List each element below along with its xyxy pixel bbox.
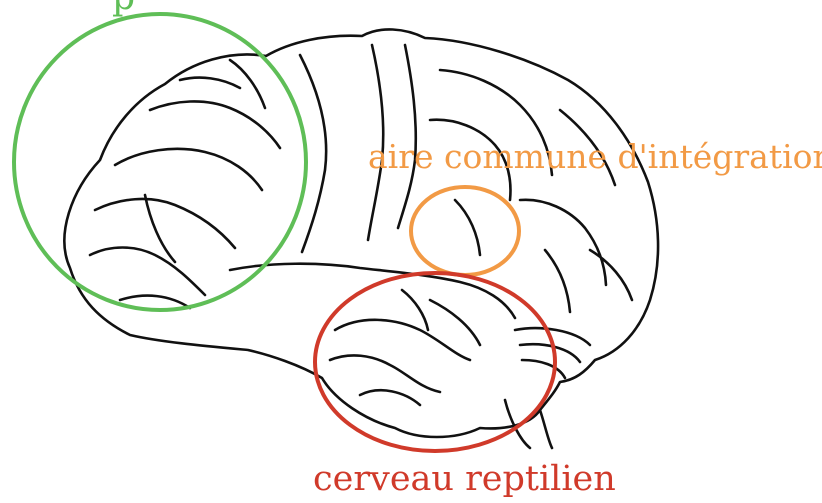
brain-drawing-icon [64, 29, 658, 448]
reptilian-brain-label: cerveau reptilien [313, 462, 616, 497]
brain-outline [64, 29, 658, 437]
integration-region-circle [411, 187, 519, 275]
temporal-folds [330, 290, 480, 405]
frontal-region-circle [14, 14, 306, 310]
brainstem-outline [505, 400, 552, 448]
integration-area-label: aire commune d'intégration [368, 140, 822, 173]
frontal-folds [90, 60, 280, 308]
lateral-sulcus [230, 264, 515, 318]
frontal-region-label: p [112, 0, 135, 16]
reptilian-region-circle [315, 273, 555, 451]
